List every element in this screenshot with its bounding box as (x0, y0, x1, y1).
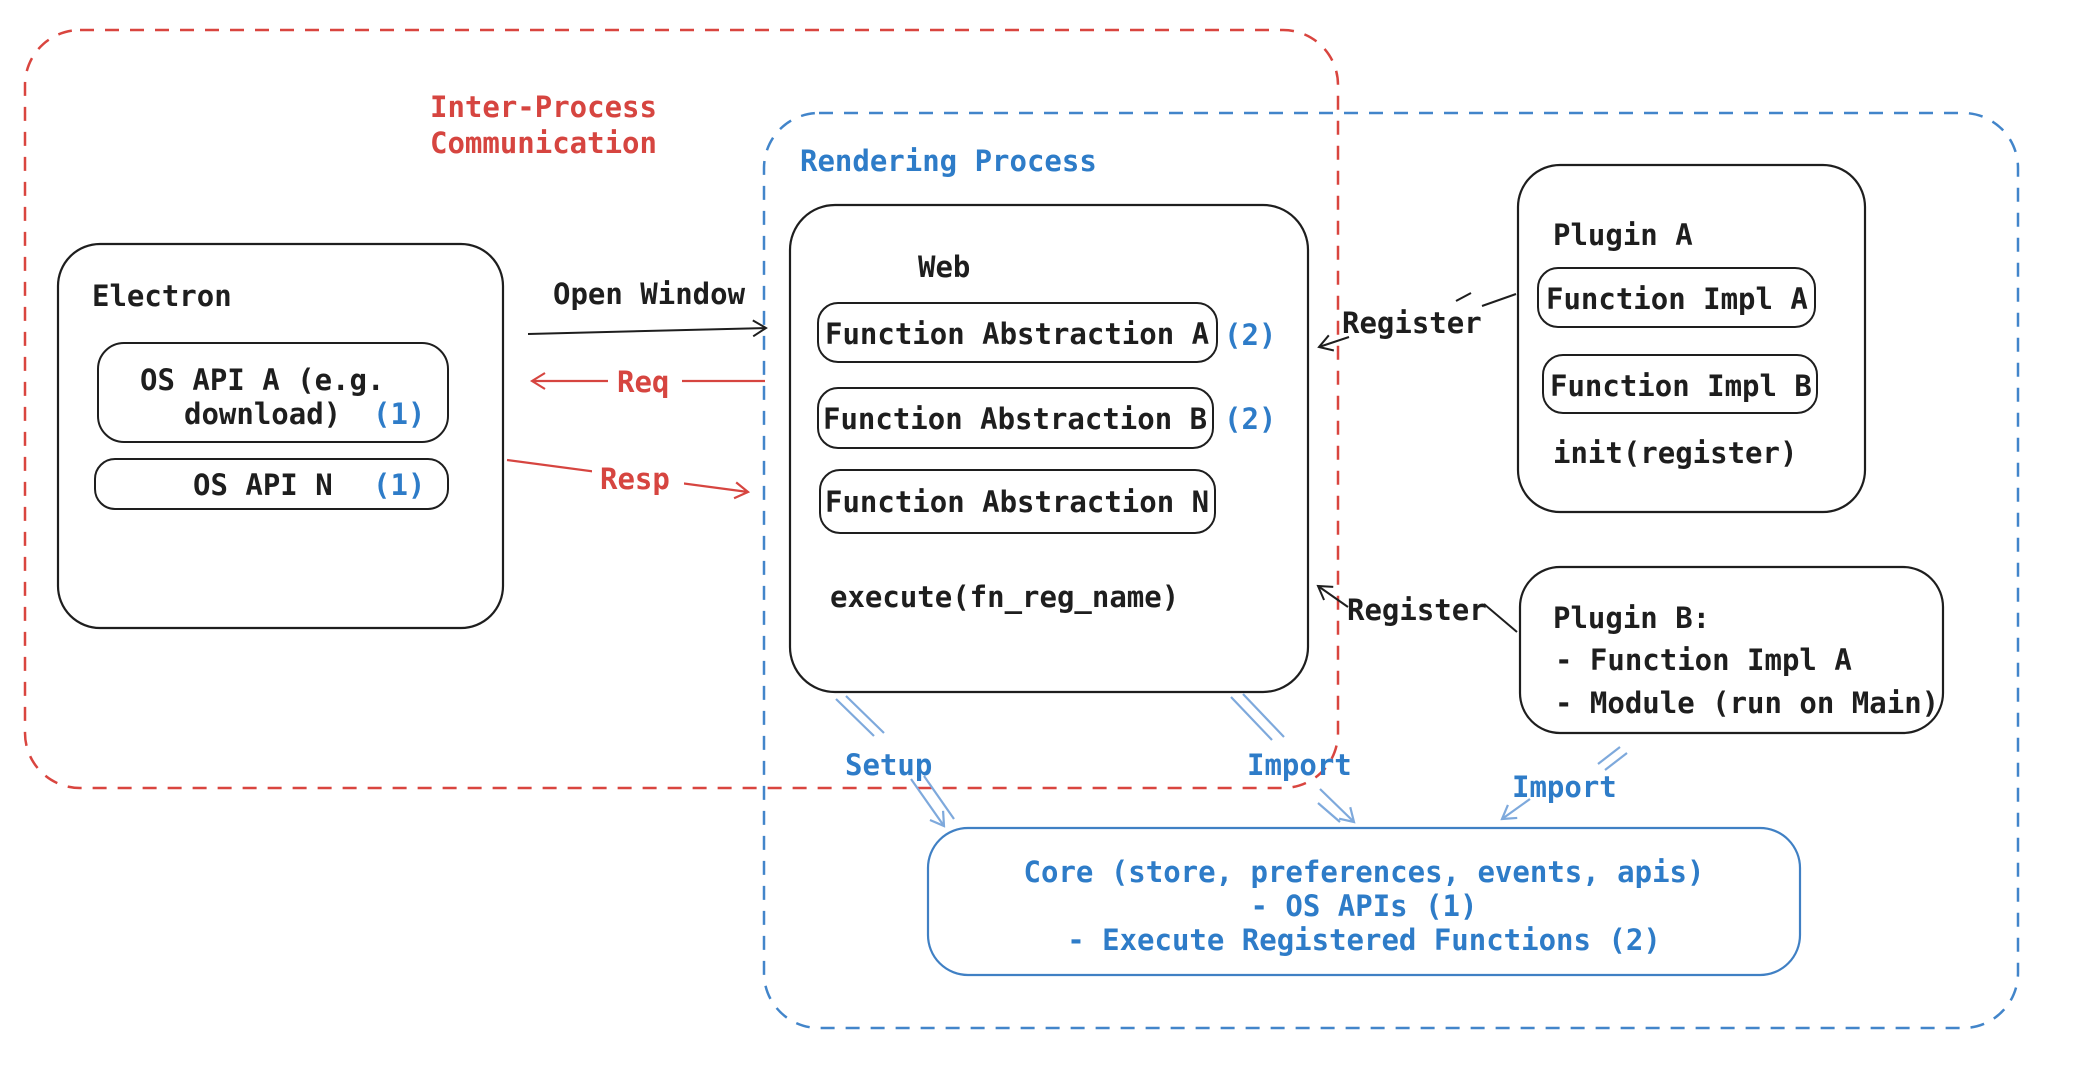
core-line2: - OS APIs (1) (1251, 889, 1478, 923)
function-impl-b-label: Function Impl B (1550, 369, 1812, 403)
function-abstraction-a-box (817, 302, 1218, 363)
import-arrow-plugin-b: Import (1502, 746, 1628, 819)
function-abstraction-a-badge: (2) (1224, 318, 1276, 352)
open-window-label: Open Window (553, 277, 746, 311)
register-plugin-a-label: Register (1342, 306, 1482, 340)
plugin-b-item2: - Module (run on Main) (1555, 686, 1939, 720)
web-execute-label: execute(fn_reg_name) (830, 580, 1179, 614)
function-abstraction-n-box (819, 469, 1216, 534)
req-arrow: Req (532, 363, 765, 399)
os-api-n-label: OS API N (193, 468, 333, 502)
open-window-arrow: Open Window (527, 277, 768, 338)
setup-label: Setup (845, 748, 932, 782)
plugin-a-init-label: init(register) (1553, 436, 1797, 470)
function-abstraction-a-label: Function Abstraction A (825, 317, 1209, 351)
function-abstraction-b-box (817, 387, 1214, 449)
plugin-b-box (1518, 565, 1945, 735)
web-group: Web Function Abstraction A (2) Function … (788, 203, 1310, 694)
function-impl-b-box (1542, 354, 1818, 414)
core-group: Core (store, preferences, events, apis) … (926, 826, 1802, 977)
function-impl-a-box (1537, 267, 1816, 328)
plugin-b-title: Plugin B: (1553, 601, 1710, 635)
function-abstraction-b-label: Function Abstraction B (823, 402, 1207, 436)
resp-label-mask (592, 458, 684, 494)
electron-title: Electron (92, 279, 232, 313)
plugin-b-group: Plugin B: - Function Impl A - Module (ru… (1518, 565, 1945, 735)
ipc-title-line1: Inter-Process (430, 90, 657, 124)
register-arrow-plugin-a: Register (1317, 292, 1517, 352)
register-arrow-plugin-b: Register (1316, 584, 1518, 633)
core-line1: Core (store, preferences, events, apis) (1024, 855, 1705, 889)
req-label-mask (608, 363, 682, 397)
plugin-a-title: Plugin A (1553, 218, 1693, 252)
plugin-a-group: Plugin A Function Impl A Function Impl B… (1516, 163, 1867, 514)
import-plugin-b-label: Import (1512, 770, 1617, 804)
function-abstraction-n-label: Function Abstraction N (825, 485, 1209, 519)
os-api-a-box (97, 342, 449, 443)
plugin-a-box (1516, 163, 1867, 514)
function-impl-a-label: Function Impl A (1546, 282, 1808, 316)
resp-label: Resp (600, 462, 670, 496)
plugin-b-item1: - Function Impl A (1555, 643, 1852, 677)
resp-arrow: Resp (506, 458, 748, 496)
setup-arrow: Setup (835, 695, 955, 826)
ipc-boundary (23, 28, 1340, 790)
os-api-a-badge: (1) (373, 397, 425, 431)
core-box (926, 826, 1802, 977)
electron-group: Electron OS API A (e.g. download) (1) OS… (56, 242, 505, 630)
function-abstraction-b-badge: (2) (1224, 402, 1276, 436)
core-line3: - Execute Registered Functions (2) (1067, 923, 1661, 957)
web-title: Web (918, 250, 970, 284)
rendering-process-boundary (762, 111, 2020, 1030)
import-web-label: Import (1247, 748, 1352, 782)
register-plugin-b-label: Register (1347, 593, 1487, 627)
os-api-a-label-line1: OS API A (e.g. (140, 363, 384, 397)
os-api-a-label-line2: download) (184, 397, 341, 431)
os-api-n-badge: (1) (373, 468, 425, 502)
ipc-title-line2: Communication (430, 126, 657, 160)
rendering-process-title: Rendering Process (800, 144, 1097, 178)
req-label: Req (617, 365, 669, 399)
os-api-n-box (94, 458, 449, 510)
import-arrow-web: Import (1230, 693, 1354, 822)
